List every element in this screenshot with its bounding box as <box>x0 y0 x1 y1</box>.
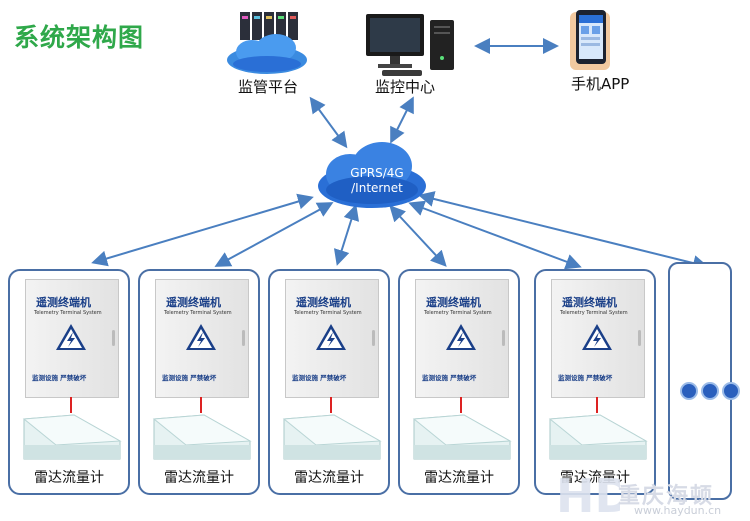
cabinet-header: 遥测终端机 <box>166 296 221 309</box>
unit-label: 雷达流量计 <box>34 470 104 486</box>
radar-flowmeter-icon <box>412 414 512 460</box>
field-unit-1: 遥测终端机 Telemetry Terminal System 监测设施 严禁破… <box>8 269 130 495</box>
telemetry-cabinet: 遥测终端机 Telemetry Terminal System 监测设施 严禁破… <box>155 279 249 398</box>
cabinet-handle <box>372 330 375 346</box>
telemetry-cabinet: 遥测终端机 Telemetry Terminal System 监测设施 严禁破… <box>25 279 119 398</box>
telemetry-cabinet: 遥测终端机 Telemetry Terminal System 监测设施 严禁破… <box>285 279 379 398</box>
cabinet-header: 遥测终端机 <box>426 296 481 309</box>
cabinet-header: 遥测终端机 <box>296 296 351 309</box>
high-voltage-warning-icon <box>186 324 216 350</box>
cabinet-footer: 监测设施 严禁破坏 <box>558 374 613 382</box>
arrow-network-unit-3 <box>333 204 360 266</box>
arrow-network-unit-1 <box>91 193 314 267</box>
radar-flowmeter-icon <box>22 414 122 460</box>
high-voltage-warning-icon <box>582 324 612 350</box>
cabinet-header: 遥测终端机 <box>562 296 617 309</box>
unit-label: 雷达流量计 <box>424 470 494 486</box>
radar-flowmeter-icon <box>548 414 648 460</box>
field-unit-4: 遥测终端机 Telemetry Terminal System 监测设施 严禁破… <box>398 269 520 495</box>
cabinet-footer: 监测设施 严禁破坏 <box>422 374 477 382</box>
field-unit-3: 遥测终端机 Telemetry Terminal System 监测设施 严禁破… <box>268 269 390 495</box>
radar-flowmeter-icon <box>282 414 382 460</box>
network-label-line-2: /Internet <box>351 181 403 195</box>
unit-label: 雷达流量计 <box>560 470 630 486</box>
cabinet-handle <box>112 330 115 346</box>
network-cloud-icon <box>318 142 426 208</box>
haydun-logo-icon: HD <box>556 469 620 518</box>
phone-icon <box>570 10 610 70</box>
arrow-platform-network <box>309 96 348 149</box>
cabinet-handle <box>638 330 641 346</box>
cabinet-subheader: Telemetry Terminal System <box>34 310 102 316</box>
high-voltage-warning-icon <box>316 324 346 350</box>
cabinet-header: 遥测终端机 <box>36 296 91 309</box>
cabinet-footer: 监测设施 严禁破坏 <box>32 374 87 382</box>
signal-wire <box>200 397 202 413</box>
cabinet-handle <box>242 330 245 346</box>
arrow-center-network <box>390 96 414 144</box>
watermark-name: 重庆海顿 <box>618 484 715 509</box>
arrow-network-unit-4 <box>389 205 447 267</box>
mobile-app-label: 手机APP <box>571 75 630 93</box>
high-voltage-warning-icon <box>446 324 476 350</box>
signal-wire <box>460 397 462 413</box>
computer-icon <box>366 14 454 76</box>
svg-text:HD: HD <box>556 469 620 518</box>
watermark-url: www.haydun.cn <box>634 504 722 517</box>
cabinet-subheader: Telemetry Terminal System <box>560 310 628 316</box>
unit-label: 雷达流量计 <box>294 470 364 486</box>
ellipsis-dots-icon <box>680 382 743 404</box>
cabinet-subheader: Telemetry Terminal System <box>164 310 232 316</box>
telemetry-cabinet: 遥测终端机 Telemetry Terminal System 监测设施 严禁破… <box>415 279 509 398</box>
arrow-network-unit-6 <box>418 191 709 271</box>
unit-label: 雷达流量计 <box>164 470 234 486</box>
cabinet-subheader: Telemetry Terminal System <box>294 310 362 316</box>
cabinet-handle <box>502 330 505 346</box>
arrow-network-unit-2 <box>214 202 334 267</box>
network-label: GPRS/4G /Internet <box>344 166 410 196</box>
platform-label: 监管平台 <box>238 78 299 96</box>
diagram-title: 系统架构图 <box>14 23 145 52</box>
signal-wire <box>596 397 598 413</box>
cabinet-footer: 监测设施 严禁破坏 <box>292 374 347 382</box>
field-unit-5: 遥测终端机 Telemetry Terminal System 监测设施 严禁破… <box>534 269 656 495</box>
telemetry-cabinet: 遥测终端机 Telemetry Terminal System 监测设施 严禁破… <box>551 279 645 398</box>
field-unit-2: 遥测终端机 Telemetry Terminal System 监测设施 严禁破… <box>138 269 260 495</box>
network-label-line-1: GPRS/4G <box>350 166 404 180</box>
more-units-box <box>668 262 732 500</box>
control-center-label: 监控中心 <box>375 78 436 96</box>
signal-wire <box>70 397 72 413</box>
cabinet-footer: 监测设施 严禁破坏 <box>162 374 217 382</box>
cabinet-subheader: Telemetry Terminal System <box>424 310 492 316</box>
server-cloud-icon <box>227 12 307 74</box>
radar-flowmeter-icon <box>152 414 252 460</box>
high-voltage-warning-icon <box>56 324 86 350</box>
signal-wire <box>330 397 332 413</box>
